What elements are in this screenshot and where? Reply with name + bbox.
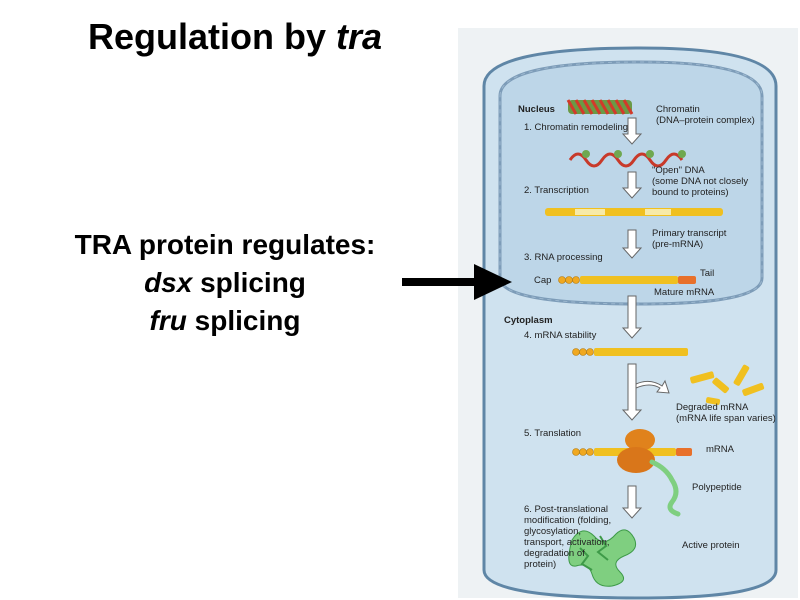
- step-1-label: 1. Chromatin remodeling: [524, 122, 628, 133]
- point-fru-text: splicing: [186, 305, 301, 336]
- cap-label: Cap: [534, 275, 551, 286]
- arrow-step-3: [621, 229, 643, 259]
- chromatin-label-1: Chromatin: [656, 104, 700, 115]
- point-dsx-text: splicing: [192, 267, 306, 298]
- step-6-line-2: modification (folding,: [524, 515, 611, 526]
- step-6-line-4: transport, activation,: [524, 537, 610, 548]
- chromatin-label-2: (DNA–protein complex): [656, 115, 755, 126]
- primary-transcript: [545, 208, 723, 216]
- nucleus-label: Nucleus: [518, 104, 555, 115]
- primary-transcript-label-1: Primary transcript: [652, 228, 727, 239]
- translation-complex: [572, 429, 692, 517]
- points-heading: TRA protein regulates:: [74, 229, 376, 260]
- active-protein: [568, 529, 637, 587]
- polypeptide-label: Polypeptide: [692, 482, 742, 493]
- polypeptide-chain: [649, 459, 681, 517]
- arrow-cytoplasm: [621, 295, 643, 339]
- ribosome-large-subunit: [625, 429, 655, 451]
- title-main: Regulation by: [88, 16, 337, 57]
- point-fru-gene: fru: [149, 305, 187, 336]
- step-5-label: 5. Translation: [524, 428, 581, 439]
- primary-transcript-label-2: (pre-mRNA): [652, 239, 703, 250]
- point-dsx: dsx splicing: [30, 264, 420, 302]
- step-6-line-1: 6. Post-translational: [524, 504, 608, 515]
- cytoplasm-mrna: [572, 348, 688, 356]
- active-protein-label: Active protein: [682, 540, 740, 551]
- point-fru: fru splicing: [30, 302, 420, 340]
- open-dna-label-3: bound to proteins): [652, 187, 729, 198]
- open-dna-label-2: (some DNA not closely: [652, 176, 748, 187]
- step-3-label: 3. RNA processing: [524, 252, 603, 263]
- open-dna-strand: [568, 152, 684, 168]
- degraded-mrna-fragments: [690, 364, 765, 405]
- mature-mrna-label: Mature mRNA: [654, 287, 715, 298]
- step-2-label: 2. Transcription: [524, 185, 589, 196]
- point-dsx-gene: dsx: [144, 267, 193, 298]
- slide-title: Regulation by tra: [88, 16, 382, 58]
- degraded-label-2: (mRNA life span varies): [676, 413, 776, 424]
- title-italic: tra: [336, 16, 383, 57]
- arrow-step-2: [621, 171, 643, 199]
- nuclear-pores: [499, 61, 763, 305]
- step-6-line-3: glycosylation,: [524, 526, 581, 537]
- ribosome-small-subunit: [617, 447, 655, 473]
- regulation-points: TRA protein regulates: dsx splicing fru …: [30, 226, 420, 340]
- arrow-step-1: [621, 117, 643, 145]
- step-4-label: 4. mRNA stability: [524, 330, 597, 341]
- cytoplasm-label: Cytoplasm: [504, 315, 553, 326]
- arrow-step-5: [621, 363, 643, 421]
- degraded-label-1: Degraded mRNA: [676, 402, 749, 413]
- step-6-line-5: degradation of: [524, 548, 585, 559]
- chromatin-coil: [566, 99, 634, 115]
- process-arrows: [621, 117, 670, 519]
- mature-mrna: [558, 276, 696, 284]
- pointer-arrow: [402, 264, 512, 300]
- arrow-degradation: [635, 379, 670, 394]
- arrow-step-6: [621, 485, 643, 519]
- open-dna-label-1: "Open" DNA: [652, 165, 705, 176]
- mrna-label: mRNA: [706, 444, 735, 455]
- open-dna-nucleosomes: [582, 150, 686, 158]
- tail-label: Tail: [700, 268, 714, 279]
- step-6-line-6: protein): [524, 559, 556, 570]
